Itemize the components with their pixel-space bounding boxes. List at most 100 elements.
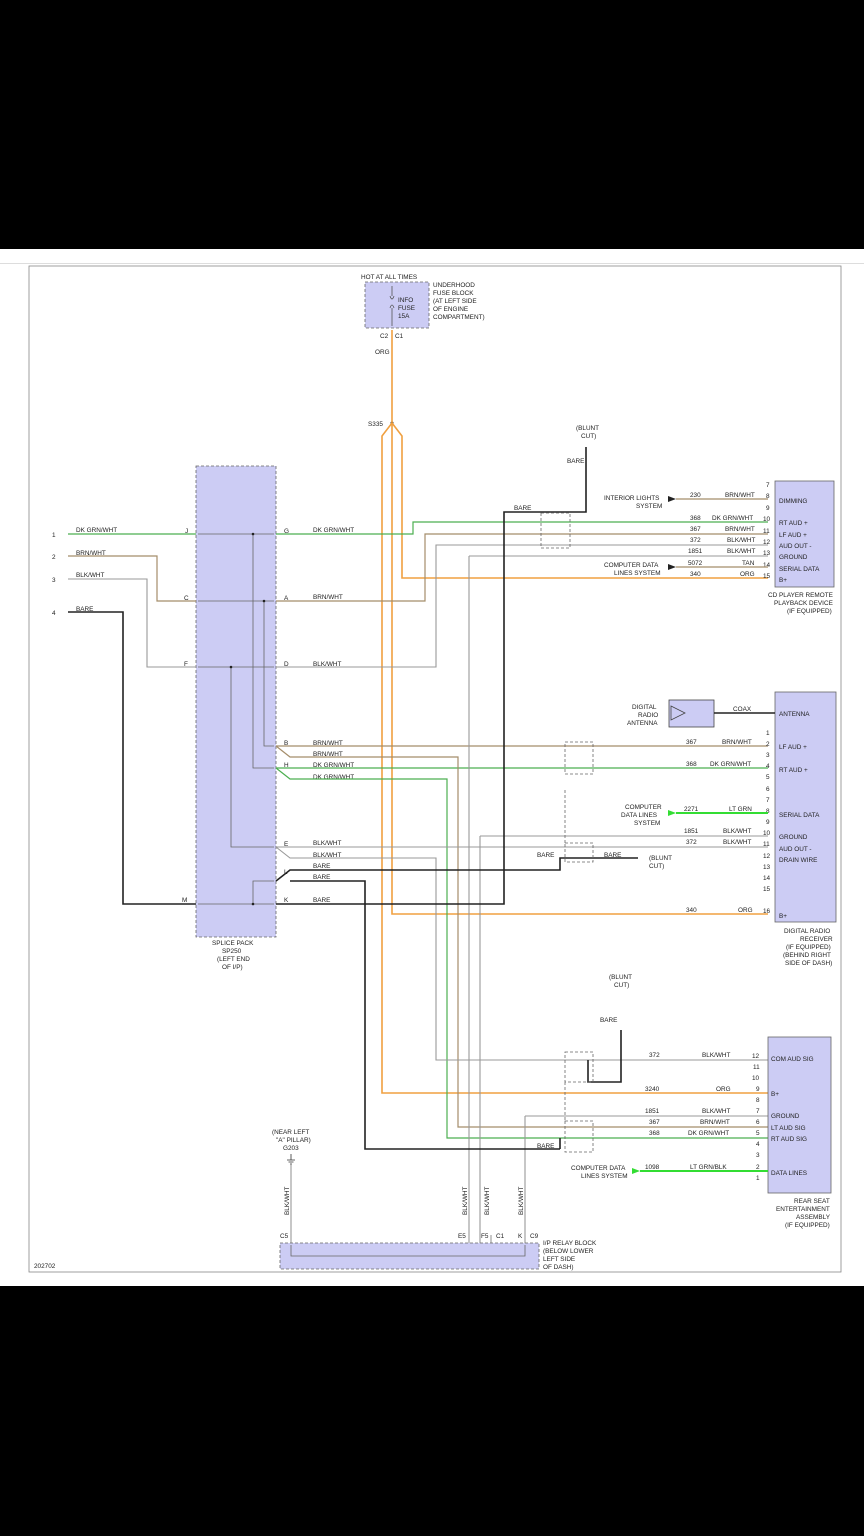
svg-text:367: 367 xyxy=(686,739,697,746)
wire-b-rear-lt-aud xyxy=(275,745,768,1128)
input-2-color: BRN/WHT xyxy=(76,550,106,557)
svg-text:12: 12 xyxy=(763,853,771,860)
svg-text:BRN/WHT: BRN/WHT xyxy=(725,526,755,533)
svg-text:8: 8 xyxy=(766,808,770,815)
hot-at-all-times: HOT AT ALL TIMES xyxy=(361,274,417,281)
input-4-color: BARE xyxy=(76,606,93,613)
radio-cdl-3: SYSTEM xyxy=(634,820,660,827)
ground-icon xyxy=(287,1154,295,1165)
radio-func-b-plus: B+ xyxy=(779,913,787,920)
splice-pin-h: H xyxy=(284,762,289,769)
input-1-num: 1 xyxy=(52,532,56,539)
input-3-wire xyxy=(68,578,196,668)
connector-c1: C1 xyxy=(395,333,404,340)
svg-text:5: 5 xyxy=(766,774,770,781)
connector-c2: C2 xyxy=(380,333,389,340)
wiring-diagram: HOT AT ALL TIMES INFO FUSE 15A UNDERHOOD… xyxy=(28,265,842,1273)
svg-text:372: 372 xyxy=(686,839,697,846)
radio-cdl-1: COMPUTER xyxy=(625,804,662,811)
svg-text:367: 367 xyxy=(690,526,701,533)
svg-text:368: 368 xyxy=(686,761,697,768)
svg-text:12: 12 xyxy=(763,539,771,546)
rear-name-1: REAR SEAT xyxy=(794,1198,830,1205)
cd-func-ground: GROUND xyxy=(779,554,808,561)
svg-text:10: 10 xyxy=(752,1075,760,1082)
svg-text:ORG: ORG xyxy=(738,907,753,914)
relay-pin-e5: E5 xyxy=(458,1233,466,1240)
svg-text:13: 13 xyxy=(763,550,771,557)
radio-name-3: (IF EQUIPPED) xyxy=(786,944,831,951)
rear-name-3: ASSEMBLY xyxy=(796,1214,831,1221)
rear-func-data: DATA LINES xyxy=(771,1170,807,1177)
wire-ground-rear xyxy=(524,1115,768,1245)
relay-wire-f5: BLK/WHT xyxy=(484,1186,491,1215)
cd-cdl-1: COMPUTER DATA xyxy=(604,562,659,569)
rear-func-lt: LT AUD SIG xyxy=(771,1125,806,1132)
interior-lights-2: SYSTEM xyxy=(636,503,662,510)
svg-text:LT GRN/BLK: LT GRN/BLK xyxy=(690,1164,727,1171)
svg-text:15: 15 xyxy=(763,573,771,580)
input-4-wire xyxy=(68,611,196,905)
cd-cdl-2: LINES SYSTEM xyxy=(614,570,661,577)
splice-pin-c: C xyxy=(184,595,189,602)
input-2-wire xyxy=(68,555,196,602)
input-4-num: 4 xyxy=(52,610,56,617)
splice-pin-a: A xyxy=(284,595,289,602)
out-e-label: BLK/WHT xyxy=(313,840,342,847)
splice-pin-b: B xyxy=(284,740,288,747)
cd-func-dimming: DIMMING xyxy=(779,498,807,505)
bare-wire-rear-2 xyxy=(559,1030,622,1149)
out-h2-label: DK GRN/WHT xyxy=(313,774,354,781)
svg-text:367: 367 xyxy=(649,1119,660,1126)
splice-s335: S335 xyxy=(368,421,383,428)
radio-func-ground: GROUND xyxy=(779,834,808,841)
fuse-name: INFO xyxy=(398,297,413,304)
svg-text:4: 4 xyxy=(766,763,770,770)
svg-text:2: 2 xyxy=(756,1164,760,1171)
svg-text:2271: 2271 xyxy=(684,806,699,813)
ground-label-1: (NEAR LEFT xyxy=(272,1129,309,1136)
relay-pin-f5: F5 xyxy=(481,1233,489,1240)
input-2-num: 2 xyxy=(52,554,56,561)
splice-pack-sp250 xyxy=(195,465,277,938)
cd-func-serial: SERIAL DATA xyxy=(779,566,820,573)
cd-func-lf-aud: LF AUD + xyxy=(779,532,807,539)
fuse-loc-3: (AT LEFT SIDE xyxy=(433,298,477,305)
rear-blunt-1: (BLUNT xyxy=(609,974,632,981)
wire-e-rear-com xyxy=(275,846,768,1061)
splice-pin-g: G xyxy=(284,528,289,535)
interior-lights-1: INTERIOR LIGHTS xyxy=(604,495,659,502)
svg-text:ORG: ORG xyxy=(716,1086,731,1093)
radio-name-4: (BEHIND RIGHT xyxy=(783,952,831,959)
svg-text:DK GRN/WHT: DK GRN/WHT xyxy=(688,1130,729,1137)
cd-blunt-2: CUT) xyxy=(581,433,596,440)
svg-text:9: 9 xyxy=(756,1086,760,1093)
out-b2-label: BRN/WHT xyxy=(313,751,343,758)
relay-wire-c9: BLK/WHT xyxy=(518,1186,525,1215)
svg-text:3: 3 xyxy=(756,1152,760,1159)
svg-text:372: 372 xyxy=(690,537,701,544)
rear-cdl-2: LINES SYSTEM xyxy=(581,1173,628,1180)
antenna-label-2: RADIO xyxy=(638,712,658,719)
cd-name-2: PLAYBACK DEVICE xyxy=(774,600,833,607)
svg-text:1098: 1098 xyxy=(645,1164,660,1171)
svg-text:340: 340 xyxy=(686,907,697,914)
relay-pin-c5: C5 xyxy=(280,1233,289,1240)
shield-indicators xyxy=(540,512,594,1153)
radio-func-drain: DRAIN WIRE xyxy=(779,857,817,864)
svg-text:11: 11 xyxy=(763,841,770,848)
svg-text:DK GRN/WHT: DK GRN/WHT xyxy=(712,515,753,522)
relay-label-2: (BELOW LOWER xyxy=(543,1248,594,1255)
wire-h-rear-rt-aud xyxy=(275,767,768,1139)
svg-text:5072: 5072 xyxy=(688,560,703,567)
radio-func-rt-aud: RT AUD + xyxy=(779,767,808,774)
svg-text:BLK/WHT: BLK/WHT xyxy=(727,548,756,555)
rear-name-4: (IF EQUIPPED) xyxy=(785,1222,830,1229)
svg-text:10: 10 xyxy=(763,516,771,523)
radio-cdl-2: DATA LINES xyxy=(621,812,657,819)
cd-bare-label: BARE xyxy=(567,458,584,465)
fuse-loc-2: FUSE BLOCK xyxy=(433,290,474,297)
ground-label-3: G203 xyxy=(283,1145,299,1152)
underhood-fuse-block xyxy=(364,281,430,329)
svg-text:1: 1 xyxy=(756,1175,760,1182)
